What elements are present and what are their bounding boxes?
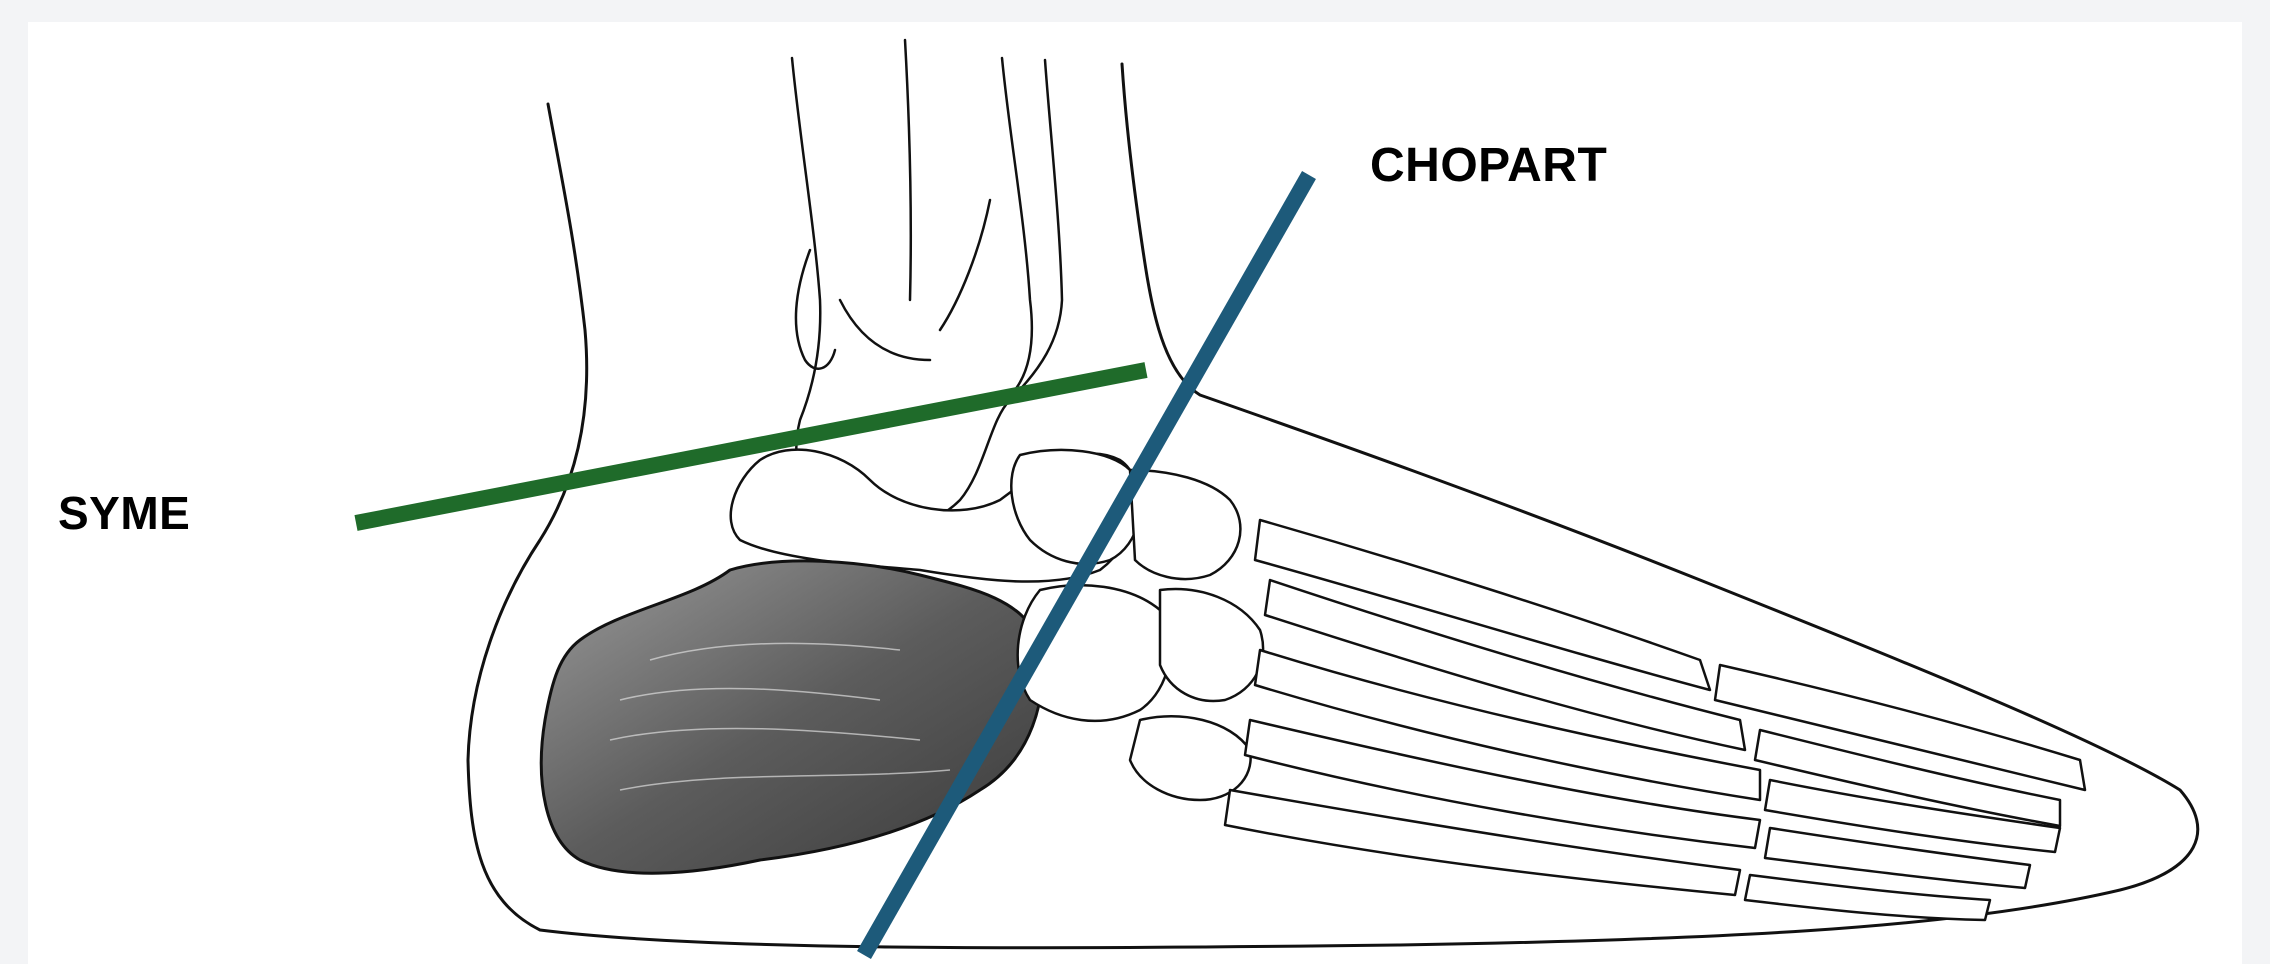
phalanges: [1715, 665, 2085, 920]
syme-label: SYME: [58, 486, 190, 540]
chopart-label: CHOPART: [1370, 138, 1607, 193]
fibula: [796, 58, 1032, 390]
calcaneus: [541, 561, 1042, 873]
metatarsals: [1225, 520, 1760, 895]
